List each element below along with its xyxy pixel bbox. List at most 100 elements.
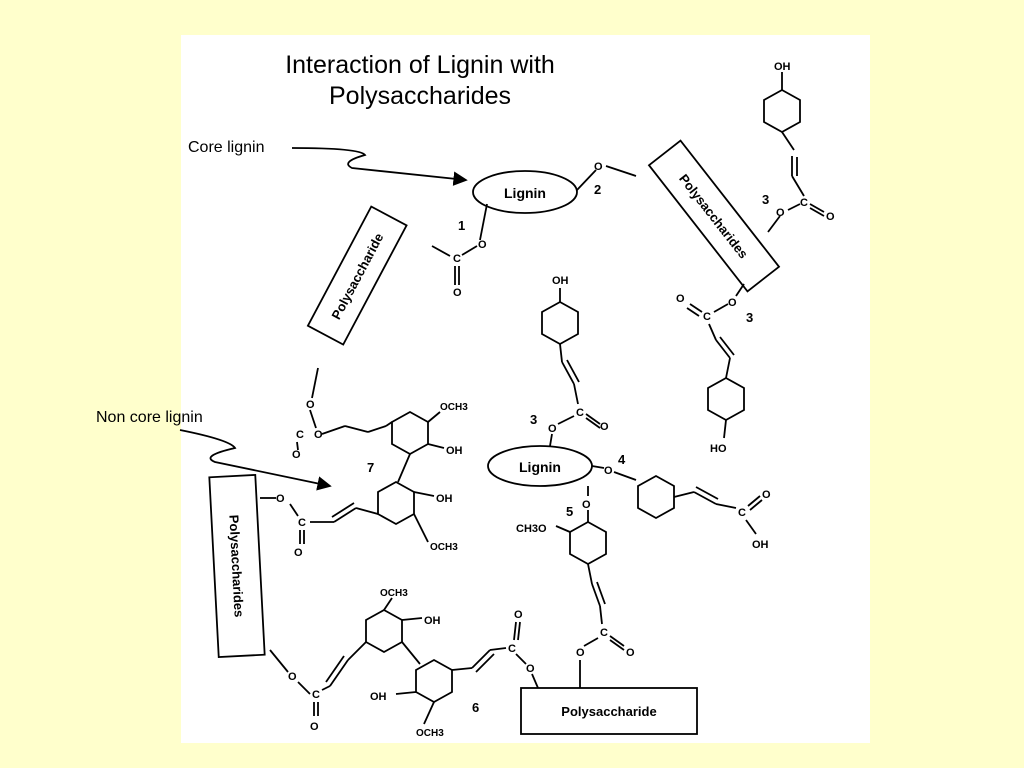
bond [269, 649, 289, 673]
bond [605, 165, 637, 177]
bond [713, 303, 729, 313]
bond [333, 507, 357, 523]
atom-c: C [800, 197, 808, 209]
bond [708, 323, 717, 341]
bond [461, 245, 478, 256]
atom-o: O [762, 489, 771, 501]
bond [413, 513, 429, 543]
atom-oh: OH [552, 275, 569, 287]
bond [397, 453, 411, 483]
atom-o: O [294, 547, 303, 559]
linkage-3-number-b: 3 [746, 310, 753, 325]
atom-och3: OCH3 [380, 588, 408, 599]
bond [745, 519, 757, 535]
atom-c: C [312, 689, 320, 701]
atom-o: O [600, 421, 609, 433]
atom-oh: OH [774, 61, 791, 73]
bond [591, 465, 605, 469]
bond [395, 691, 417, 695]
bond [401, 641, 421, 665]
linkage-3-number-c: 3 [530, 412, 537, 427]
atom-c: C [703, 311, 711, 323]
atom-och3: OCH3 [416, 728, 444, 739]
bond [591, 583, 601, 607]
benzene-ring-linkage-4 [637, 474, 675, 520]
polysaccharide-bottom-text: Polysaccharide [561, 704, 656, 719]
core-lignin-arrow [291, 147, 468, 186]
polysaccharides-box-left-vertical: Polysaccharides [208, 473, 266, 659]
bond [596, 581, 606, 605]
linkage-3-number-a: 3 [762, 192, 769, 207]
title-line-2: Polysaccharides [328, 82, 512, 110]
bond [367, 425, 387, 433]
atom-c: C [453, 253, 461, 265]
atom-o: O [728, 297, 737, 309]
core-lignin-text: Lignin [504, 185, 546, 201]
benzene-ring-linkage-5 [569, 520, 607, 566]
bond [599, 605, 603, 625]
polysaccharides-left-vertical-text: Polysaccharides [226, 514, 246, 617]
bond [479, 203, 488, 241]
atom-c: C [600, 627, 608, 639]
benzene-ring-6-lower [415, 658, 453, 704]
atom-oh: OH [446, 445, 463, 457]
atom-oh: OH [424, 615, 441, 627]
bond [309, 409, 317, 429]
non-core-lignin-text: Lignin [519, 459, 561, 475]
bond [289, 503, 299, 517]
bond [347, 641, 367, 661]
benzene-ring-top-right [763, 88, 801, 134]
bond [673, 491, 695, 498]
bond [787, 203, 801, 211]
bond [747, 495, 761, 507]
bond [609, 639, 625, 651]
bond [297, 681, 311, 695]
bond [566, 359, 580, 383]
atom-c: C [576, 407, 584, 419]
atom-c: C [508, 643, 516, 655]
atom-och3: OCH3 [440, 402, 468, 413]
bond [311, 367, 319, 399]
bond [555, 525, 571, 533]
linkage-7-number: 7 [367, 460, 374, 475]
bond [517, 621, 521, 641]
bond [585, 413, 601, 425]
bond [383, 597, 393, 611]
benzene-ring-6-upper [365, 608, 403, 654]
bond [609, 635, 625, 647]
atom-o: O [292, 449, 301, 461]
atom-och3: OCH3 [430, 542, 458, 553]
bond [296, 441, 299, 451]
benzene-ring-7-lower [377, 480, 415, 526]
polysaccharides-box-right: Polysaccharides [647, 139, 781, 293]
atom-o: O [594, 161, 603, 173]
bond [725, 357, 731, 379]
atom-o: O [626, 647, 635, 659]
bond [451, 667, 473, 671]
atom-o: O [776, 207, 785, 219]
atom-o: O [604, 465, 613, 477]
atom-ho: HO [710, 443, 727, 455]
bond [686, 307, 700, 317]
bond [401, 617, 423, 621]
atom-o: O [676, 293, 685, 305]
bond [791, 175, 805, 197]
linkage-6-number: 6 [472, 700, 479, 715]
atom-o: O [526, 663, 535, 675]
bond [513, 621, 517, 641]
bond [715, 339, 731, 359]
bond [427, 411, 441, 423]
atom-oh: OH [370, 691, 387, 703]
atom-o: O [288, 671, 297, 683]
bond [781, 131, 795, 151]
bond [489, 647, 507, 651]
atom-c: C [298, 517, 306, 529]
bond [695, 486, 719, 500]
bond [329, 659, 349, 687]
atom-o: O [582, 499, 591, 511]
linkage-5-number: 5 [566, 504, 573, 519]
bond [767, 215, 781, 233]
atom-o: O [314, 429, 323, 441]
bond [809, 207, 825, 217]
